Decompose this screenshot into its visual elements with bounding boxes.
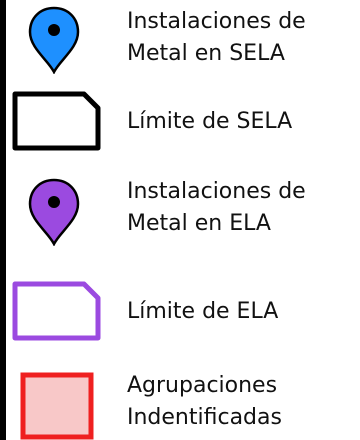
legend-label-sela-boundary: Límite de SELA xyxy=(127,109,293,134)
blue-map-pin-icon xyxy=(28,6,80,74)
purple-boundary-outline-icon xyxy=(10,278,102,344)
legend-label-ela-facilities: Instalaciones de Metal en ELA xyxy=(127,179,306,236)
legend-label-ela-boundary: Límite de ELA xyxy=(127,299,279,324)
red-filled-square-icon xyxy=(20,372,96,440)
purple-map-pin-icon xyxy=(28,178,80,246)
legend-frame-border xyxy=(0,0,6,440)
legend-label-identified-clusters: Agrupaciones Indentificadas xyxy=(127,373,282,430)
black-boundary-outline-icon xyxy=(10,88,102,154)
legend-label-sela-facilities: Instalaciones de Metal en SELA xyxy=(127,9,306,66)
